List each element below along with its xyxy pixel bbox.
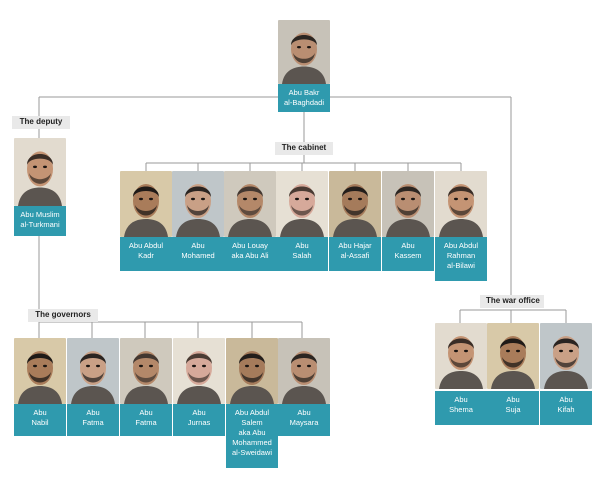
war-office-name-tag-3: Abu Kifah — [540, 391, 592, 425]
governor-photo-4 — [173, 338, 225, 404]
governor-photo-1 — [14, 338, 66, 404]
governor-name-tag-4: Abu Jurnas — [173, 404, 225, 436]
cabinet-photo-7 — [435, 171, 487, 237]
governor-name-line: Abu — [192, 408, 206, 417]
cabinet-name-line: al-Bilawi — [447, 261, 475, 270]
cabinet-photo-4 — [276, 171, 328, 237]
war-office-photo-2 — [487, 323, 539, 389]
governor-name-line: Abu — [33, 408, 47, 417]
cabinet-photo-1 — [120, 171, 172, 237]
war-office-name-tag-2: Abu Suja — [487, 391, 539, 425]
governor-name-line: aka Abu — [238, 428, 266, 437]
cabinet-name-line: Salah — [292, 251, 312, 260]
cabinet-name-line: Abu Abdul — [128, 241, 164, 250]
cabinet-name-line: Abu — [295, 241, 309, 250]
governor-name-line: Mohammed — [232, 438, 272, 447]
cabinet-name-tag-6: Abu Kassem — [382, 237, 434, 271]
cabinet-photo-3 — [224, 171, 276, 237]
governor-name-line: al-Sweidawi — [231, 448, 273, 457]
governor-name-line: Fatma — [82, 418, 104, 427]
war-office-photo-3 — [540, 323, 592, 389]
cabinet-name-line: Abu Abdul — [443, 241, 479, 250]
war-office-name-line: Kifah — [557, 405, 575, 414]
governor-name-line: Abu Abdul — [234, 408, 270, 417]
cabinet-name-line: Abu — [401, 241, 415, 250]
governor-name-tag-6: Abu Maysara — [278, 404, 330, 436]
deputy-name-tag: Abu Muslim al-Turkmani — [14, 206, 66, 236]
war-office-name-tag-1: Abu Shema — [435, 391, 487, 425]
cabinet-name-line: Kadr — [138, 251, 154, 260]
governor-name-line: Abu — [139, 408, 153, 417]
deputy-name-line1: Abu Muslim — [20, 210, 60, 219]
war-office-name-line: Abu — [454, 395, 468, 404]
cabinet-header: The cabinet — [275, 142, 333, 155]
governor-name-line: Nabil — [31, 418, 49, 427]
war-office-name-line: Shema — [449, 405, 473, 414]
war-office-name-line: Suja — [505, 405, 521, 414]
war-office-header: The war office — [480, 295, 544, 308]
war-office-photo-1 — [435, 323, 487, 389]
war-office-name-line: Abu — [506, 395, 520, 404]
deputy-name-line2: al-Turkmani — [20, 220, 60, 229]
governor-name-line: Abu — [86, 408, 100, 417]
governor-name-tag-1: Abu Nabil — [14, 404, 66, 436]
leader-name-line2: al-Baghdadi — [283, 98, 325, 107]
cabinet-name-line: Abu Louay — [232, 241, 268, 250]
cabinet-name-line: Abu Hajar — [338, 241, 372, 250]
governor-photo-2 — [67, 338, 119, 404]
cabinet-name-line: aka Abu Ali — [231, 251, 269, 260]
governors-header: The governors — [28, 309, 98, 322]
cabinet-name-line: Mohamed — [181, 251, 215, 260]
cabinet-photo-5 — [329, 171, 381, 237]
governor-photo-6 — [278, 338, 330, 404]
deputy-header: The deputy — [12, 116, 70, 129]
cabinet-name-tag-4: Abu Salah — [276, 237, 328, 271]
leader-name-line1: Abu Bakr — [288, 88, 320, 97]
cabinet-name-tag-5: Abu Hajar al-Assafi — [329, 237, 381, 271]
cabinet-name-line: al-Assafi — [340, 251, 370, 260]
governor-name-line: Salem — [241, 418, 263, 427]
war-office-name-line: Abu — [559, 395, 573, 404]
cabinet-photo-2 — [172, 171, 224, 237]
cabinet-name-line: Kassem — [394, 251, 422, 260]
governor-name-tag-5: Abu Abdul Salem aka Abu Mohammed al-Swei… — [226, 404, 278, 468]
cabinet-name-tag-3: Abu Louay aka Abu Ali — [224, 237, 276, 271]
deputy-photo — [14, 138, 66, 206]
governor-name-tag-3: Abu Fatma — [120, 404, 172, 436]
governor-name-line: Jurnas — [187, 418, 211, 427]
cabinet-photo-6 — [382, 171, 434, 237]
cabinet-name-tag-2: Abu Mohamed — [172, 237, 224, 271]
governor-name-line: Fatma — [135, 418, 157, 427]
governor-photo-5 — [226, 338, 278, 404]
leader-name-tag: Abu Bakr al-Baghdadi — [278, 84, 330, 112]
cabinet-name-line: Rahman — [446, 251, 476, 260]
leader-photo — [278, 20, 330, 84]
governor-photo-3 — [120, 338, 172, 404]
governor-name-tag-2: Abu Fatma — [67, 404, 119, 436]
governor-name-line: Maysara — [289, 418, 319, 427]
cabinet-name-tag-7: Abu Abdul Rahman al-Bilawi — [435, 237, 487, 281]
cabinet-name-line: Abu — [191, 241, 205, 250]
cabinet-name-tag-1: Abu Abdul Kadr — [120, 237, 172, 271]
governor-name-line: Abu — [297, 408, 311, 417]
